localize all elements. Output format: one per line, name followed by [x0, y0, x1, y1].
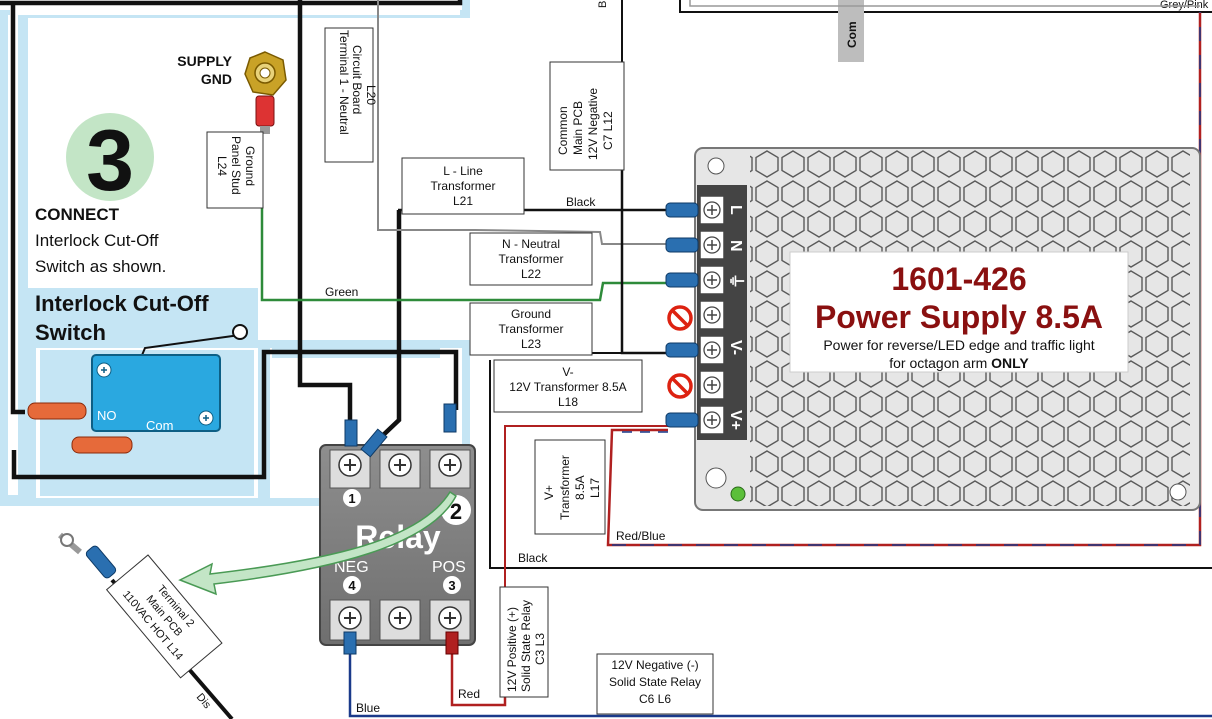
label-l21: L - Line Transformer L21 — [401, 157, 525, 215]
label-l18: V- 12V Transformer 8.5A L18 — [493, 359, 643, 413]
svg-text:N - Neutral: N - Neutral — [502, 237, 560, 251]
wire-label-black-2: Black — [518, 551, 548, 565]
svg-text:8.5A: 8.5A — [573, 475, 587, 500]
svg-text:⏚: ⏚ — [727, 273, 745, 289]
label-l20: Terminal 1 - Neutral Circuit Board L20 — [324, 27, 378, 163]
label-l17: V+ Transformer 8.5A L17 — [534, 439, 606, 535]
svg-text:Main PCB: Main PCB — [571, 101, 585, 155]
step-number: 3 — [86, 113, 134, 209]
thick-black-wires — [0, 0, 463, 480]
relay-n1: 1 — [348, 491, 355, 506]
svg-text:12V Negative: 12V Negative — [586, 88, 600, 160]
svg-text:Transformer: Transformer — [431, 179, 496, 193]
svg-text:L23: L23 — [521, 337, 541, 351]
svg-text:12V Positive (+): 12V Positive (+) — [505, 607, 519, 692]
ps-name: Power Supply 8.5A — [815, 299, 1103, 335]
svg-text:Solid State Relay: Solid State Relay — [519, 600, 533, 692]
svg-text:12V Transformer 8.5A: 12V Transformer 8.5A — [509, 380, 626, 394]
svg-text:V-: V- — [562, 365, 573, 379]
svg-text:L20: L20 — [364, 85, 378, 105]
switch-title-line1: Interlock Cut-Off — [35, 291, 209, 316]
svg-text:Transformer: Transformer — [558, 455, 572, 520]
relay-n3: 3 — [448, 578, 455, 593]
svg-text:L17: L17 — [588, 478, 602, 498]
ps-model: 1601-426 — [891, 261, 1026, 297]
no-connect-icon-2 — [667, 373, 693, 399]
wire-label-blue: Blue — [356, 701, 380, 715]
wire-label-red-blue: Red/Blue — [616, 529, 666, 543]
thin-wires — [260, 0, 1212, 718]
svg-text:Terminal 1 - Neutral: Terminal 1 - Neutral — [337, 30, 351, 135]
step-line1: Interlock Cut-Off — [35, 231, 159, 250]
svg-text:Ground: Ground — [511, 307, 551, 321]
svg-text:L - Line: L - Line — [443, 164, 483, 178]
switch-no-label: NO — [97, 408, 117, 423]
com-tag-bg — [838, 0, 864, 62]
svg-text:L22: L22 — [521, 267, 541, 281]
label-l14: Terminal 2 Main PCB 110VAC HOT L14 — [105, 554, 223, 679]
interlock-switch — [27, 324, 248, 454]
no-connect-icon — [667, 305, 693, 331]
ps-desc-line2: for octagon arm ONLY — [889, 355, 1029, 371]
svg-text:Solid State Relay: Solid State Relay — [609, 675, 701, 689]
svg-text:12V Negative (-): 12V Negative (-) — [611, 658, 698, 672]
supply-gnd-line1: SUPPLY — [177, 53, 232, 69]
label-l22: N - Neutral Transformer L22 — [469, 232, 593, 286]
relay-neg: NEG — [334, 559, 369, 576]
svg-text:V-: V- — [727, 340, 744, 355]
svg-text:Transformer: Transformer — [499, 322, 564, 336]
svg-text:Panel Stud: Panel Stud — [229, 136, 243, 195]
relay-n4: 4 — [348, 578, 356, 593]
svg-text:V+: V+ — [727, 410, 744, 430]
label-l24: Ground Panel Stud L24 — [206, 131, 264, 209]
supply-gnd-stud — [244, 51, 287, 134]
svg-text:C7 L12: C7 L12 — [601, 111, 615, 150]
label-l6: 12V Negative (-) Solid State Relay C6 L6 — [596, 653, 714, 715]
svg-text:L21: L21 — [453, 194, 473, 208]
svg-text:C6 L6: C6 L6 — [639, 692, 671, 706]
terminal-connectors — [665, 202, 699, 428]
svg-text:L: L — [727, 205, 744, 215]
step-circle — [66, 113, 154, 201]
svg-text:L24: L24 — [215, 156, 229, 176]
svg-text:C3 L3: C3 L3 — [533, 633, 547, 665]
wire-label-red: Red — [458, 687, 480, 701]
svg-text:Circuit Board: Circuit Board — [350, 45, 364, 114]
switch-title-line2: Switch — [35, 320, 106, 345]
top-b-label: B — [597, 1, 609, 8]
svg-text:V+: V+ — [542, 485, 556, 500]
relay-pos: POS — [432, 559, 466, 576]
label-l12: Common Main PCB 12V Negative C7 L12 — [549, 61, 625, 171]
ps-desc-line1: Power for reverse/LED edge and traffic l… — [823, 337, 1094, 353]
relay-body — [319, 403, 476, 655]
com-tag: Com — [845, 21, 859, 48]
green-arrow — [178, 490, 457, 596]
label-l23: Ground Transformer L23 — [469, 302, 593, 356]
ps-label-panel — [789, 251, 1129, 373]
relay-n2: 2 — [450, 499, 462, 524]
svg-text:L18: L18 — [558, 395, 578, 409]
step-title: CONNECT — [35, 205, 120, 224]
switch-com-label: Com — [146, 418, 173, 433]
svg-text:Ground: Ground — [243, 146, 257, 186]
label-l3: 12V Positive (+) Solid State Relay C3 L3 — [499, 586, 549, 698]
svg-text:Common: Common — [556, 106, 570, 155]
supply-gnd-line2: GND — [201, 71, 232, 87]
terminal-block — [699, 195, 725, 435]
svg-text:Transformer: Transformer — [499, 252, 564, 266]
step-line2: Switch as shown. — [35, 257, 166, 276]
terminal-labels: L N ⏚ V- V+ — [727, 205, 745, 430]
svg-text:N: N — [727, 240, 744, 252]
wire-label-green: Green — [325, 285, 358, 299]
wire-label-black: Black — [566, 195, 596, 209]
